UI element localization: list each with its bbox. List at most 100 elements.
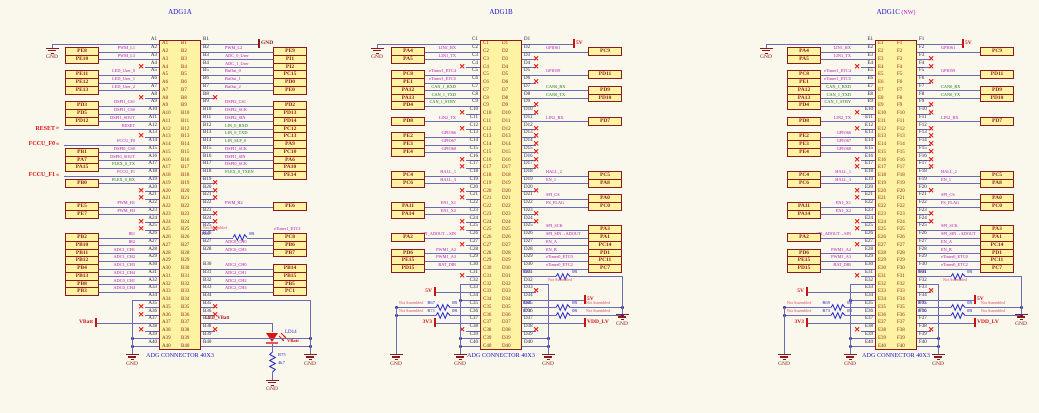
port-PD4[interactable]: PD4: [787, 101, 821, 111]
sysport-FCCU_F0[interactable]: FCCU_F0: [28, 141, 55, 148]
gnd-symbol[interactable]: [618, 316, 626, 318]
port-PE13[interactable]: PE13: [65, 85, 99, 95]
no-connect-x[interactable]: ✕: [854, 270, 861, 280]
power-port[interactable]: [962, 39, 964, 49]
port-PC1[interactable]: PC1: [273, 287, 307, 297]
no-connect-x[interactable]: ✕: [138, 193, 145, 203]
port-PE14[interactable]: PE14: [273, 171, 307, 180]
port-PE4[interactable]: PE4: [787, 147, 821, 157]
gnd-symbol[interactable]: [453, 354, 467, 356]
no-connect-x[interactable]: ✕: [928, 216, 935, 226]
port-PA14[interactable]: PA14: [787, 209, 821, 219]
port-PC9[interactable]: PC9: [980, 47, 1014, 56]
no-connect-x[interactable]: ✕: [212, 92, 219, 102]
gnd-symbol[interactable]: [45, 47, 59, 50]
port-PD12[interactable]: PD12: [65, 116, 99, 126]
no-connect-x[interactable]: ✕: [459, 123, 466, 133]
no-connect-x[interactable]: ✕: [854, 61, 861, 71]
resistor-symbol[interactable]: [830, 303, 846, 312]
no-connect-x[interactable]: ✕: [854, 154, 861, 164]
no-connect-x[interactable]: ✕: [928, 61, 935, 71]
port-PA2[interactable]: PA2: [787, 233, 821, 242]
gnd-symbol[interactable]: [1014, 314, 1028, 316]
no-connect-x[interactable]: ✕: [459, 162, 466, 172]
gnd-symbol[interactable]: [620, 318, 624, 320]
port-PA14[interactable]: PA14: [391, 209, 425, 219]
no-connect-x[interactable]: ✕: [212, 193, 219, 203]
gnd-symbol[interactable]: [370, 47, 384, 50]
no-connect-x[interactable]: ✕: [533, 154, 540, 164]
no-connect-x[interactable]: ✕: [533, 61, 540, 71]
no-connect-x[interactable]: ✕: [854, 224, 861, 234]
port-PA15[interactable]: PA15: [65, 163, 99, 173]
gnd-symbol[interactable]: [762, 50, 770, 52]
port-PC7[interactable]: PC7: [588, 264, 622, 273]
no-connect-x[interactable]: ✕: [928, 139, 935, 149]
resistor-symbol[interactable]: [555, 311, 571, 320]
connector-body[interactable]: [480, 40, 522, 350]
gnd-symbol[interactable]: [303, 354, 317, 356]
no-connect-x[interactable]: ✕: [138, 224, 145, 234]
resistor-symbol[interactable]: [950, 272, 966, 281]
no-connect-x[interactable]: ✕: [533, 131, 540, 141]
gnd-symbol[interactable]: [782, 358, 786, 360]
port-PD15[interactable]: PD15: [391, 264, 425, 273]
no-connect-x[interactable]: ✕: [928, 131, 935, 141]
port-PD8[interactable]: PD8: [391, 116, 425, 126]
no-connect-x[interactable]: ✕: [928, 154, 935, 164]
no-connect-x[interactable]: ✕: [533, 100, 540, 110]
gnd-symbol[interactable]: [128, 356, 136, 358]
gnd-symbol[interactable]: [268, 382, 276, 384]
gnd-symbol[interactable]: [777, 354, 791, 356]
no-connect-x[interactable]: ✕: [854, 193, 861, 203]
no-connect-x[interactable]: ✕: [533, 216, 540, 226]
no-connect-x[interactable]: ✕: [212, 325, 219, 335]
no-connect-x[interactable]: ✕: [533, 108, 540, 118]
gnd-symbol[interactable]: [270, 384, 274, 386]
resistor-symbol[interactable]: [555, 303, 571, 312]
gnd-symbol[interactable]: [394, 358, 398, 360]
no-connect-x[interactable]: ✕: [212, 309, 219, 319]
gnd-symbol[interactable]: [846, 356, 854, 358]
power-port[interactable]: [573, 39, 575, 49]
gnd-symbol[interactable]: [389, 354, 403, 356]
gnd-symbol[interactable]: [541, 354, 555, 356]
no-connect-x[interactable]: ✕: [928, 162, 935, 172]
no-connect-x[interactable]: ✕: [459, 61, 466, 71]
power-port[interactable]: [806, 287, 808, 297]
power-port[interactable]: [974, 318, 976, 328]
gnd-symbol[interactable]: [1017, 316, 1025, 318]
port-PC6[interactable]: PC6: [391, 178, 425, 188]
no-connect-x[interactable]: ✕: [928, 123, 935, 133]
gnd-symbol[interactable]: [50, 52, 54, 54]
port-PB3[interactable]: PB3: [65, 287, 99, 297]
gnd-symbol[interactable]: [125, 354, 139, 356]
resistor-symbol[interactable]: [950, 303, 966, 312]
no-connect-x[interactable]: ✕: [459, 270, 466, 280]
gnd-symbol[interactable]: [546, 358, 550, 360]
no-connect-x[interactable]: ✕: [928, 77, 935, 87]
gnd-symbol[interactable]: [843, 354, 857, 356]
gnd-symbol[interactable]: [392, 356, 400, 358]
port-PD10[interactable]: PD10: [588, 93, 622, 103]
port-PC0[interactable]: PC0: [588, 202, 622, 211]
no-connect-x[interactable]: ✕: [138, 309, 145, 319]
no-connect-x[interactable]: ✕: [533, 53, 540, 63]
gnd-symbol[interactable]: [1019, 318, 1023, 320]
no-connect-x[interactable]: ✕: [138, 301, 145, 311]
port-PA8[interactable]: PA8: [588, 178, 622, 188]
resistor-symbol[interactable]: [232, 233, 248, 242]
no-connect-x[interactable]: ✕: [212, 208, 219, 218]
no-connect-x[interactable]: ✕: [854, 123, 861, 133]
no-connect-x[interactable]: ✕: [459, 224, 466, 234]
no-connect-x[interactable]: ✕: [138, 216, 145, 226]
port-PD7[interactable]: PD7: [980, 116, 1014, 126]
gnd-symbol[interactable]: [931, 354, 945, 356]
gnd-symbol[interactable]: [934, 356, 942, 358]
no-connect-x[interactable]: ✕: [928, 208, 935, 218]
no-connect-x[interactable]: ✕: [459, 325, 466, 335]
no-connect-x[interactable]: ✕: [533, 139, 540, 149]
port-PA5[interactable]: PA5: [391, 54, 425, 64]
no-connect-x[interactable]: ✕: [459, 108, 466, 118]
port-PE0[interactable]: PE0: [273, 85, 307, 95]
